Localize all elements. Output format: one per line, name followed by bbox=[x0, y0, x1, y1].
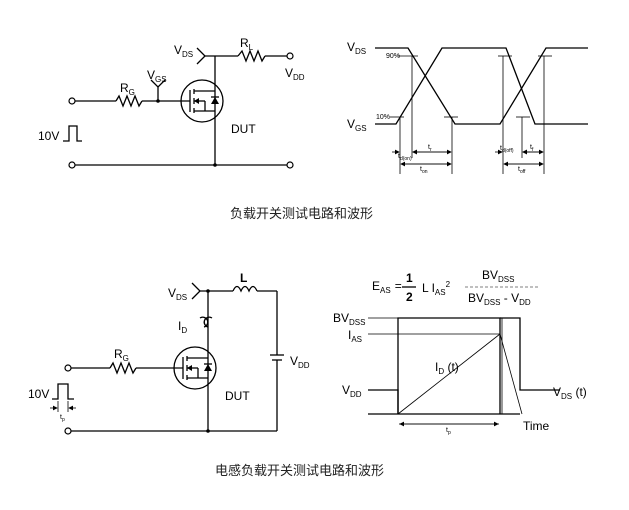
time-label: Time bbox=[523, 419, 550, 433]
vds-probe-arrow bbox=[191, 282, 201, 300]
vdd-terminal bbox=[286, 52, 294, 60]
eq-num: 1 bbox=[406, 271, 413, 285]
vds-label: VDS bbox=[168, 286, 187, 302]
tp-box bbox=[397, 317, 501, 414]
vgs-label: VGS bbox=[147, 68, 167, 84]
pulse-symbol bbox=[52, 383, 74, 400]
tr-label: tr bbox=[428, 144, 432, 153]
toff-label: toff bbox=[518, 166, 526, 175]
id-label: ID bbox=[178, 319, 187, 335]
tdon-label: td(on) bbox=[398, 153, 412, 162]
tp-label: tp bbox=[60, 414, 65, 423]
rl-label: RL bbox=[240, 36, 254, 52]
tp-wave-label: tp bbox=[446, 427, 451, 436]
vdd-label: VDD bbox=[285, 66, 305, 82]
eq-mid: L IAS2 bbox=[422, 280, 451, 297]
dut-label: DUT bbox=[225, 389, 250, 403]
rg-label: RG bbox=[120, 81, 135, 97]
inductor-label: L bbox=[240, 271, 247, 285]
current-probe-symbol bbox=[199, 316, 213, 328]
eq-den: 2 bbox=[406, 290, 413, 304]
top-caption: 负载开关测试电路和波形 bbox=[230, 206, 373, 222]
top-switching-waveform: VDS VGS 90% 10% td(on) tr ton td(off) tf… bbox=[347, 40, 588, 175]
p10-label: 10% bbox=[376, 114, 390, 121]
vds-waveform bbox=[500, 317, 560, 391]
top-switching-circuit: VDS RL VDD VGS RG 10V DUT bbox=[38, 36, 305, 169]
eq-frac-den: BVDSS - VDD bbox=[468, 291, 531, 307]
avalanche-energy-equation: EAS= 1 2 L IAS2 BVDSS BVDSS - VDD bbox=[372, 268, 538, 307]
eq-frac-num: BVDSS bbox=[482, 268, 514, 284]
vds-wave-label: VDS bbox=[347, 40, 366, 56]
pulse-symbol bbox=[63, 125, 82, 142]
idt-label: ID (t) bbox=[435, 360, 459, 376]
pulse-label: 10V bbox=[38, 129, 59, 143]
bottom-caption: 电感负载开关测试电路和波形 bbox=[215, 463, 384, 479]
eq-lhs: EAS= bbox=[372, 279, 402, 295]
vds-label: VDS bbox=[174, 43, 193, 59]
rg-resistor bbox=[115, 94, 143, 108]
vds-initial bbox=[368, 389, 399, 414]
rg-resistor bbox=[109, 361, 137, 375]
ton-label: ton bbox=[420, 166, 428, 175]
bottom-inductive-circuit: VDS L ID VDD RG 10V tp DUT bbox=[28, 271, 310, 435]
vdd-label: VDD bbox=[290, 354, 310, 370]
ias-label: IAS bbox=[348, 328, 362, 344]
vdst-label: VDS (t) bbox=[553, 385, 587, 401]
rl-resistor bbox=[237, 49, 266, 63]
vds-waveform bbox=[375, 47, 588, 125]
tf-label: tf bbox=[530, 144, 534, 153]
vdd-wave-label: VDD bbox=[342, 383, 362, 399]
dut-label: DUT bbox=[231, 122, 256, 136]
p90-label: 90% bbox=[386, 53, 400, 60]
vgs-probe-arrow bbox=[150, 79, 166, 88]
rg-label: RG bbox=[114, 347, 129, 363]
id-ramp bbox=[397, 333, 501, 415]
pulse-label: 10V bbox=[28, 387, 49, 401]
inductor-symbol bbox=[232, 285, 258, 293]
tdoff-label: td(off) bbox=[500, 145, 514, 154]
bvdss-label: BVDSS bbox=[333, 311, 365, 327]
bottom-avalanche-waveform: EAS= 1 2 L IAS2 BVDSS BVDSS - VDD BVDSS … bbox=[333, 268, 587, 436]
vgs-waveform bbox=[375, 47, 588, 125]
vds-probe-arrow bbox=[196, 47, 206, 65]
vgs-wave-label: VGS bbox=[347, 117, 367, 133]
